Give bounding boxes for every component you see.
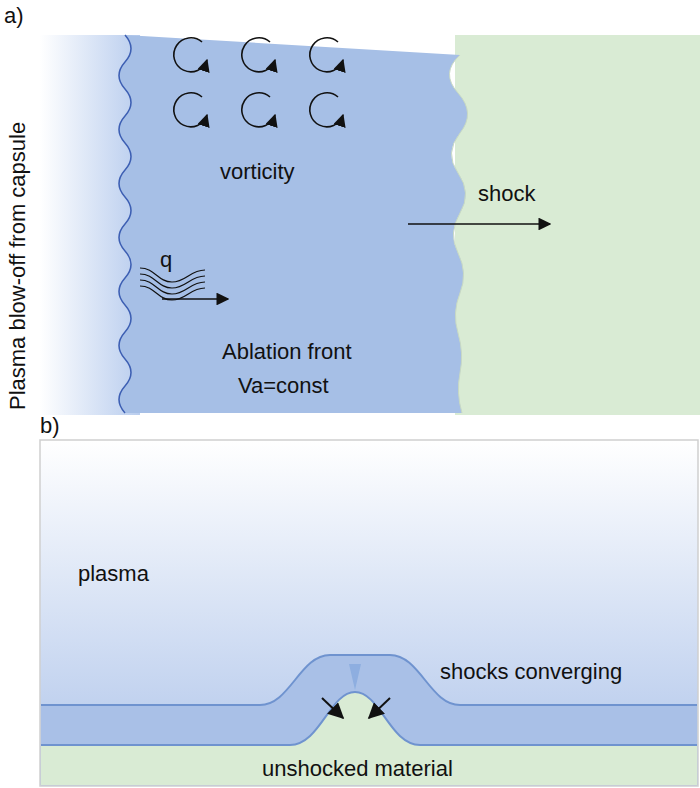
panel-frame [40,440,698,786]
shocked-layer [41,655,697,785]
feature-label: shocks converging [440,660,622,684]
front-label: Va=const [238,374,329,398]
shock-line [41,692,697,745]
vortex-loop [174,38,207,72]
panel-letter: b) [40,414,60,438]
front-label: Ablation front [222,340,352,364]
heat-flux-lines [140,268,205,300]
panel-letter: a) [4,4,24,28]
unshocked-region [455,35,700,415]
vortex-loop [242,38,275,72]
flux-line [140,268,205,282]
converging-arrow [369,698,390,718]
vortex-loop [310,38,343,72]
shock-front [449,55,467,413]
vortex-loop [310,93,343,127]
axis-label: Plasma blow-off from capsule [6,122,30,410]
arrow-label: shock [478,182,535,206]
convergence-jet [349,664,361,690]
region-label: unshocked material [262,757,453,781]
flux-label: q [160,248,172,272]
ablation-front [119,35,131,413]
vortex-loop [174,93,207,127]
heat-flux-arrow [162,298,228,300]
vortex-loops [174,38,343,127]
converging-arrow [322,698,343,718]
region-label: plasma [78,562,149,586]
flux-line [140,274,205,288]
blowoff-gradient [40,35,140,415]
shock-arrow [408,223,550,225]
vortex-loop [242,93,275,127]
flux-line [140,286,205,300]
flux-line [140,280,205,294]
region-label: vorticity [220,160,295,184]
